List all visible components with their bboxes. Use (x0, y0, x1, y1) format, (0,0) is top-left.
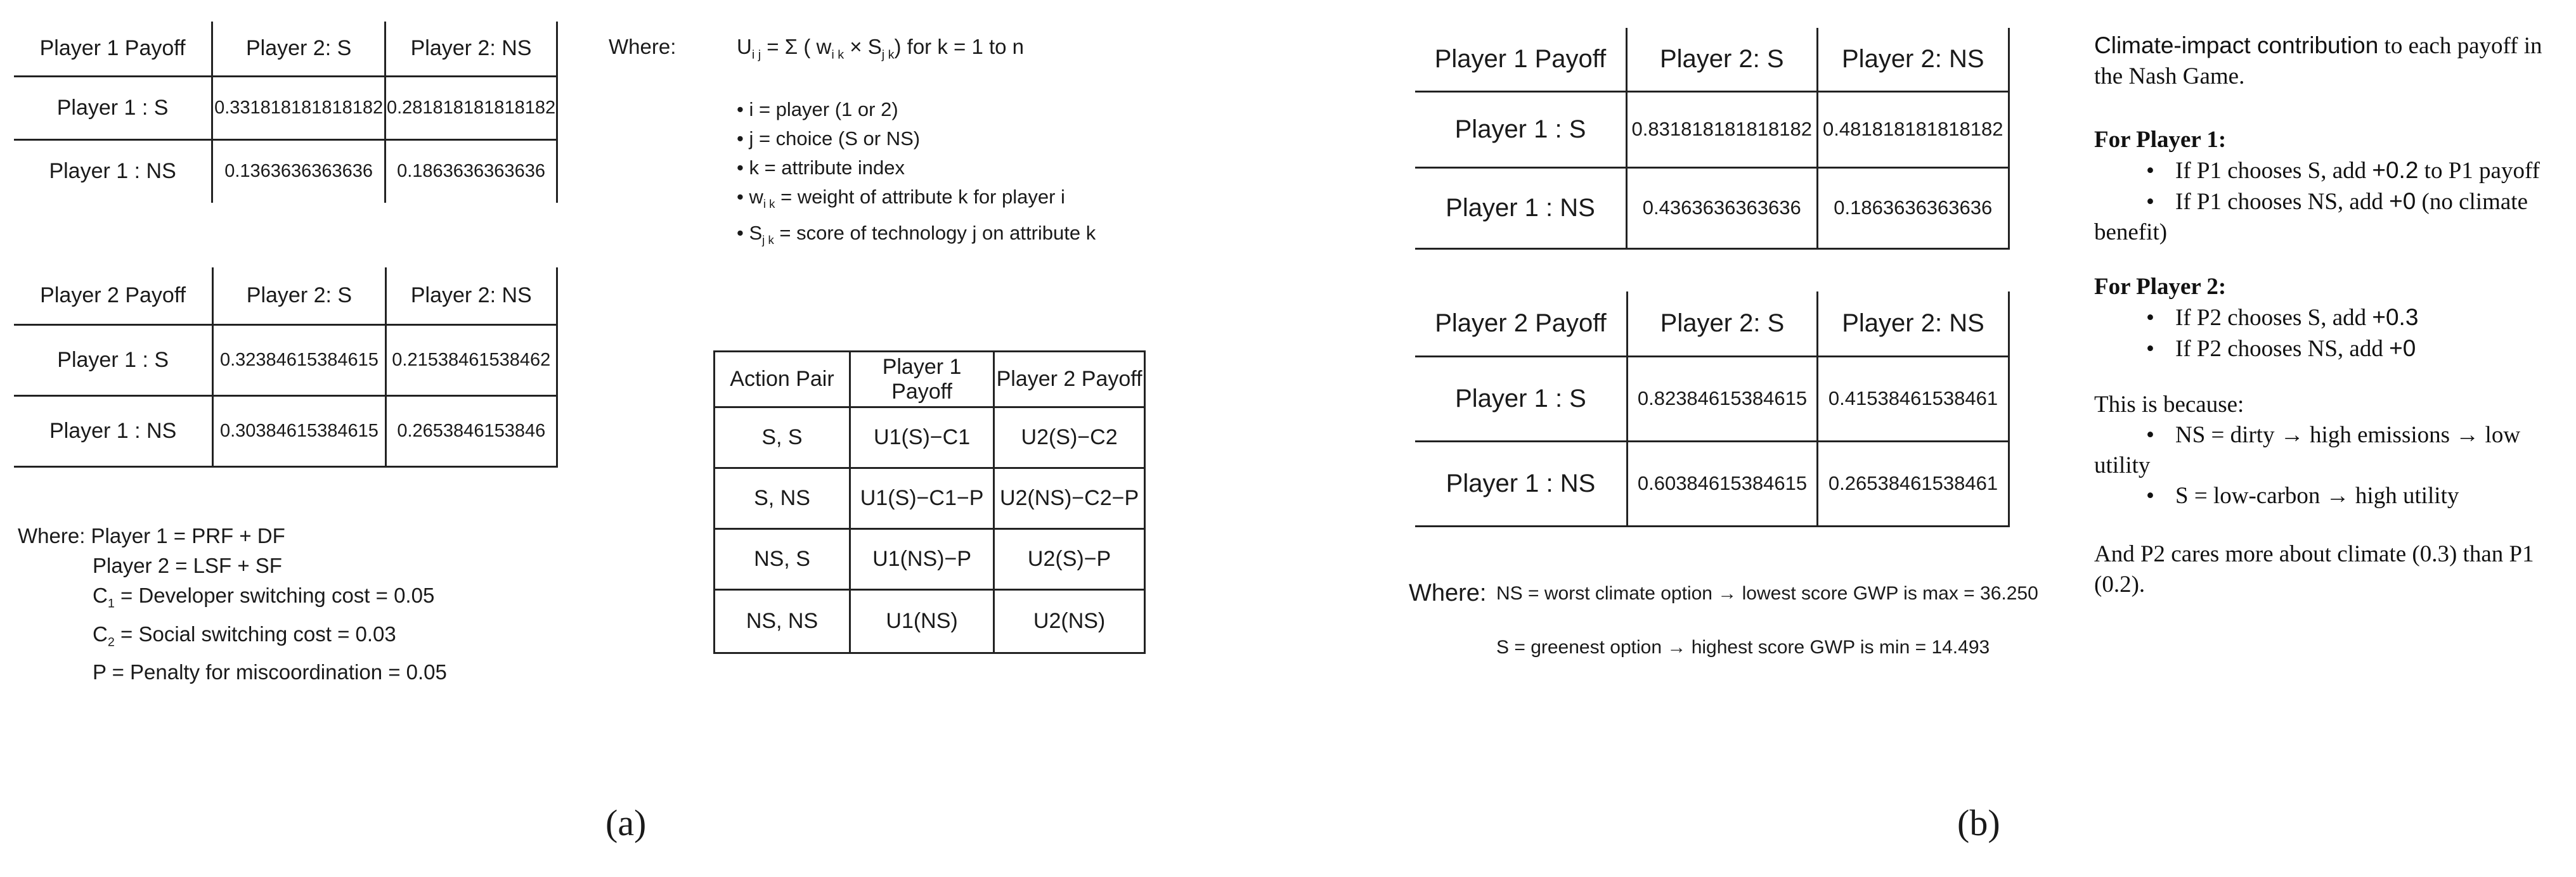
list-item: • wi k = weight of attribute k for playe… (737, 186, 1065, 211)
table-header: Player 2: NS (1817, 28, 2010, 93)
final-note-line2: (0.2). (2094, 572, 2146, 598)
definition-line: Where: Player 1 = PRF + DF (18, 524, 285, 547)
panel-b-label: (b) (1957, 802, 2000, 843)
panel-a-player2-payoff-table: Player 2 Payoff Player 2: S Player 2: NS… (14, 267, 559, 468)
definition-c1: C1 = Developer switching cost = 0.05 (93, 584, 435, 611)
panel-b-player1-payoff-table: Player 1 Payoff Player 2: S Player 2: NS… (1415, 28, 2010, 250)
row-label: Player 1 : NS (1415, 167, 1628, 250)
notes-title: Climate-impact contribution to each payo… (2094, 32, 2542, 59)
table-cell: 0.481818181818182 (1817, 91, 2010, 169)
table-cell: 0.4363636363636 (1626, 167, 1818, 250)
table-cell: U2(NS) (993, 589, 1146, 654)
player1-bullet-2: •If P1 chooses NS, add +0 (no climate (2146, 188, 2528, 215)
panel-b-where-label: Where: (1409, 580, 1487, 606)
table-cell: 0.2653846153846 (385, 395, 559, 468)
list-item: • i = player (1 or 2) (737, 98, 898, 120)
row-label: Player 1 : NS (1415, 441, 1628, 527)
panel-b-player2-payoff-table: Player 2 Payoff Player 2: S Player 2: NS… (1415, 291, 2010, 527)
panel-b-where-line2: S = greenest option → highest score GWP … (1496, 637, 1990, 658)
table-cell: U1(S)−C1 (848, 406, 995, 469)
table-cell: U1(NS) (848, 589, 995, 654)
table-header: Player 2: S (212, 22, 387, 77)
panel-a-label: (a) (605, 802, 647, 843)
list-item: • Sj k = score of technology j on attrib… (737, 222, 1096, 247)
table-cell: 0.32384615384615 (212, 324, 387, 397)
table-cell: 0.26538461538461 (1817, 441, 2010, 527)
row-label: Player 1 : NS (14, 139, 214, 203)
table-cell: 0.1363636363636 (212, 139, 387, 203)
player2-bullet-2: •If P2 chooses NS, add +0 (2146, 335, 2416, 362)
table-cell: NS, NS (713, 589, 851, 654)
table-cell: U1(NS)−P (848, 528, 995, 591)
table-header: Player 1 Payoff (1415, 28, 1628, 93)
table-cell: 0.30384615384615 (212, 395, 387, 468)
panel-a-definitions: Where: Player 1 = PRF + DF Player 2 = LS… (18, 521, 447, 687)
table-header: Player 2: NS (385, 22, 558, 77)
list-item: • j = choice (S or NS) (737, 127, 921, 150)
table-cell: S, S (713, 406, 851, 469)
table-header: Player 2: NS (385, 267, 559, 326)
table-cell: 0.281818181818182 (385, 76, 558, 141)
table-cell: U2(NS)−C2−P (993, 467, 1146, 530)
row-label: Player 1 : S (1415, 91, 1628, 169)
table-header: Player 1 Payoff (14, 22, 214, 77)
player1-bullet-2-cont: benefit) (2094, 219, 2168, 245)
player2-heading: For Player 2: (2094, 274, 2227, 300)
table-header: Action Pair (713, 350, 851, 408)
table-cell: U2(S)−C2 (993, 406, 1146, 469)
table-cell: NS, S (713, 528, 851, 591)
table-cell: 0.82384615384615 (1627, 356, 1819, 442)
definition-p: P = Penalty for miscoordination = 0.05 (93, 660, 447, 684)
table-cell: 0.41538461538461 (1817, 356, 2010, 442)
because-bullet-1: •NS = dirty → high emissions → low (2146, 422, 2521, 448)
definition-c2: C2 = Social switching cost = 0.03 (93, 622, 396, 650)
row-label: Player 1 : S (14, 324, 214, 397)
row-label: Player 1 : S (1415, 356, 1628, 442)
formula-variable-list: • i = player (1 or 2) • j = choice (S or… (737, 95, 1096, 255)
table-header: Player 2: S (1627, 291, 1819, 357)
notes-title-line2: the Nash Game. (2094, 63, 2245, 89)
table-cell: 0.21538461538462 (385, 324, 559, 397)
panel-a-player1-payoff-table: Player 1 Payoff Player 2: S Player 2: NS… (14, 22, 558, 203)
table-header: Player 2: S (212, 267, 387, 326)
because-bullet-2: •S = low-carbon → high utility (2146, 483, 2459, 509)
action-pair-table: Action Pair Player 1 Payoff Player 2 Pay… (713, 350, 1146, 654)
table-header: Player 2 Payoff (14, 267, 214, 326)
table-cell: 0.331818181818182 (212, 76, 387, 141)
table-cell: 0.1863636363636 (385, 139, 558, 203)
table-cell: S, NS (713, 467, 851, 530)
table-cell: 0.1863636363636 (1817, 167, 2010, 250)
table-cell: 0.831818181818182 (1626, 91, 1818, 169)
table-header: Player 2: S (1626, 28, 1818, 93)
list-item: • k = attribute index (737, 157, 905, 179)
row-label: Player 1 : S (14, 76, 214, 141)
utility-formula: Ui j = Σ ( wi k × Sj k) for k = 1 to n (737, 35, 1025, 62)
because-bullet-1-cont: utility (2094, 452, 2151, 478)
formula-where-label: Where: (609, 35, 676, 58)
table-cell: U1(S)−C1−P (848, 467, 995, 530)
table-header: Player 1 Payoff (848, 350, 995, 408)
row-label: Player 1 : NS (14, 395, 214, 468)
definition-line: Player 2 = LSF + SF (93, 554, 282, 577)
player2-bullet-1: •If P2 chooses S, add +0.3 (2146, 304, 2419, 331)
player1-bullet-1: •If P1 chooses S, add +0.2 to P1 payoff (2146, 157, 2540, 184)
table-cell: 0.60384615384615 (1627, 441, 1819, 527)
panel-b-where-line1: NS = worst climate option → lowest score… (1496, 583, 2038, 604)
table-header: Player 2 Payoff (1415, 291, 1628, 357)
table-header: Player 2 Payoff (993, 350, 1146, 408)
table-header: Player 2: NS (1817, 291, 2010, 357)
player1-heading: For Player 1: (2094, 127, 2227, 153)
climate-impact-notes: Climate-impact contribution to each payo… (2094, 30, 2563, 600)
because-heading: This is because: (2094, 392, 2244, 418)
final-note-line1: And P2 cares more about climate (0.3) th… (2094, 541, 2534, 567)
table-cell: U2(S)−P (993, 528, 1146, 591)
